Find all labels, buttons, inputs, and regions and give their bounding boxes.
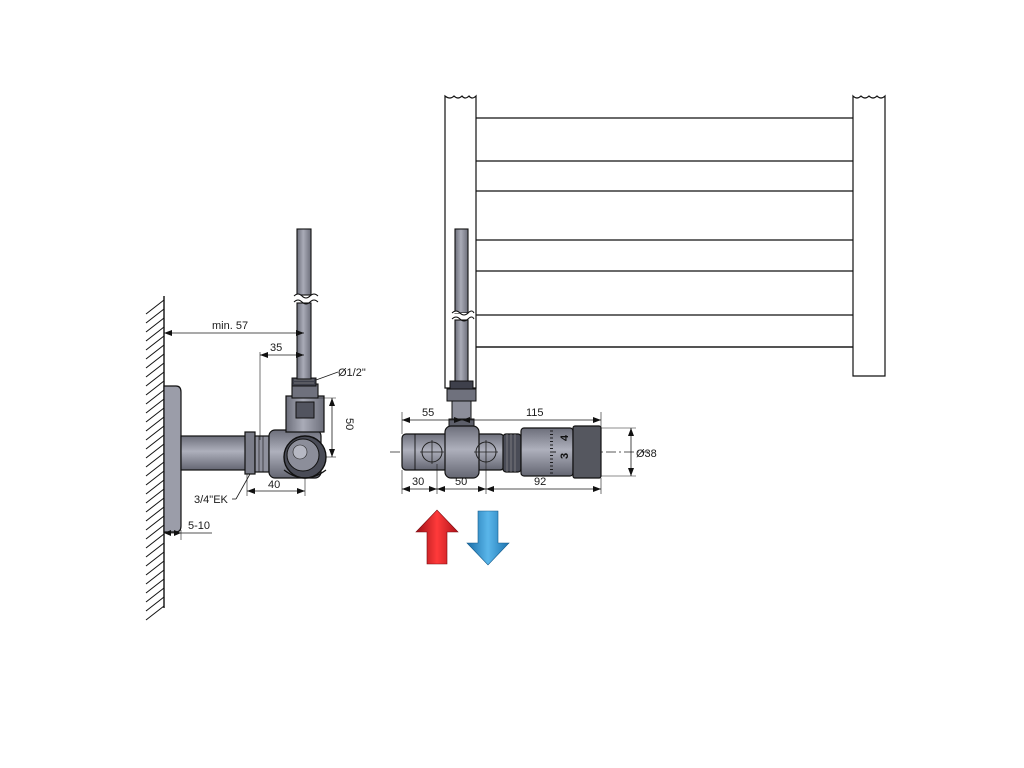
wall-hatch-line <box>145 416 165 432</box>
wall-rosette <box>163 385 182 533</box>
wall-hatch-line <box>145 425 165 441</box>
port-right <box>474 440 498 464</box>
dim-30: 30 <box>412 476 424 488</box>
wall-hatch-line <box>145 335 165 351</box>
vertical-pipe-front <box>446 228 477 430</box>
wall-hatch-line <box>145 461 165 477</box>
wall-hatch-line <box>145 587 165 603</box>
wall-hatch-line <box>145 344 165 360</box>
wall-hatch-line <box>145 542 165 558</box>
wall-hatch-line <box>145 560 165 576</box>
wall-hatch-line <box>145 326 165 342</box>
dim-wall-gap: 5-10 <box>164 520 212 540</box>
port-left <box>420 440 444 464</box>
wall-hatch-line <box>145 443 165 459</box>
wall-hatch-line <box>145 533 165 549</box>
supply-arrow-up-icon <box>415 509 459 565</box>
knob-scale-4: 4 <box>559 434 571 441</box>
wall-hatch-line <box>145 515 165 531</box>
svg-text:3/4"EK: 3/4"EK <box>194 494 229 506</box>
towel-radiator <box>444 94 886 389</box>
label-pipe-diameter: Ø1/2" <box>315 367 366 381</box>
connection-nut <box>244 431 270 475</box>
svg-text:50: 50 <box>343 418 355 430</box>
svg-text:5-10: 5-10 <box>188 520 210 532</box>
dim-bottom-chain: 30 50 92 <box>401 464 602 494</box>
dim-92: 92 <box>534 476 546 488</box>
wall-pipe <box>180 435 248 471</box>
valve-body-front <box>401 425 505 479</box>
vertical-pipe-side <box>293 228 319 380</box>
wall-hatch-line <box>145 470 165 486</box>
wall-hatch-line <box>145 380 165 396</box>
return-arrow-down-icon <box>466 510 510 566</box>
dim-50: 50 <box>455 476 467 488</box>
svg-text:min. 57: min. 57 <box>212 320 248 332</box>
valve-neck-side <box>285 383 325 433</box>
wall-hatch-line <box>145 407 165 423</box>
svg-text:55: 55 <box>422 407 434 419</box>
svg-text:40: 40 <box>268 479 280 491</box>
dim-115: 115 <box>462 407 602 428</box>
wall-hatch-line <box>145 353 165 369</box>
wall-hatch-line <box>145 299 165 315</box>
wall-hatch-line <box>145 398 165 414</box>
label-connection: 3/4"EK <box>194 473 251 506</box>
wall-hatch-line <box>145 434 165 450</box>
wall-hatch-line <box>145 488 165 504</box>
dim-35: 35 <box>259 342 304 440</box>
dim-min-57: min. 57 <box>164 320 304 336</box>
svg-text:35: 35 <box>270 342 282 354</box>
valve-body-side <box>268 429 327 479</box>
svg-text:Ø38: Ø38 <box>636 448 657 460</box>
wall-hatch-line <box>145 524 165 540</box>
dim-50-vertical: 50 <box>318 397 355 458</box>
wall-hatch-line <box>145 569 165 585</box>
wall-hatch-line <box>145 605 165 621</box>
wall-hatch-line <box>145 452 165 468</box>
wall-hatch-line <box>145 308 165 324</box>
wall-hatch-line <box>145 551 165 567</box>
front-view: 3 4 55 115 Ø38 <box>390 228 657 566</box>
dim-diameter-38: Ø38 <box>601 427 657 477</box>
wall-hatch-line <box>145 362 165 378</box>
dim-40: 40 <box>246 474 306 496</box>
svg-text:Ø1/2": Ø1/2" <box>338 367 366 379</box>
wall-hatch-line <box>145 479 165 495</box>
wall-hatch-line <box>145 497 165 513</box>
wall-hatch-line <box>145 389 165 405</box>
wall-hatch-line <box>145 506 165 522</box>
radiator-right-post <box>852 94 886 377</box>
wall-hatch-line <box>145 578 165 594</box>
side-view: min. 57 35 Ø1/2" 50 <box>145 228 366 621</box>
wall-hatch-line <box>145 596 165 612</box>
wall-hatch-line <box>145 371 165 387</box>
flow-arrows <box>415 509 510 566</box>
wall-hatch-line <box>145 317 165 333</box>
thermostat-knob: 3 4 <box>520 425 602 479</box>
thermostat-adapter <box>502 433 522 473</box>
dim-55: 55 <box>401 407 462 434</box>
svg-text:115: 115 <box>526 407 544 419</box>
wall <box>145 296 165 621</box>
knob-scale-3: 3 <box>559 453 571 459</box>
